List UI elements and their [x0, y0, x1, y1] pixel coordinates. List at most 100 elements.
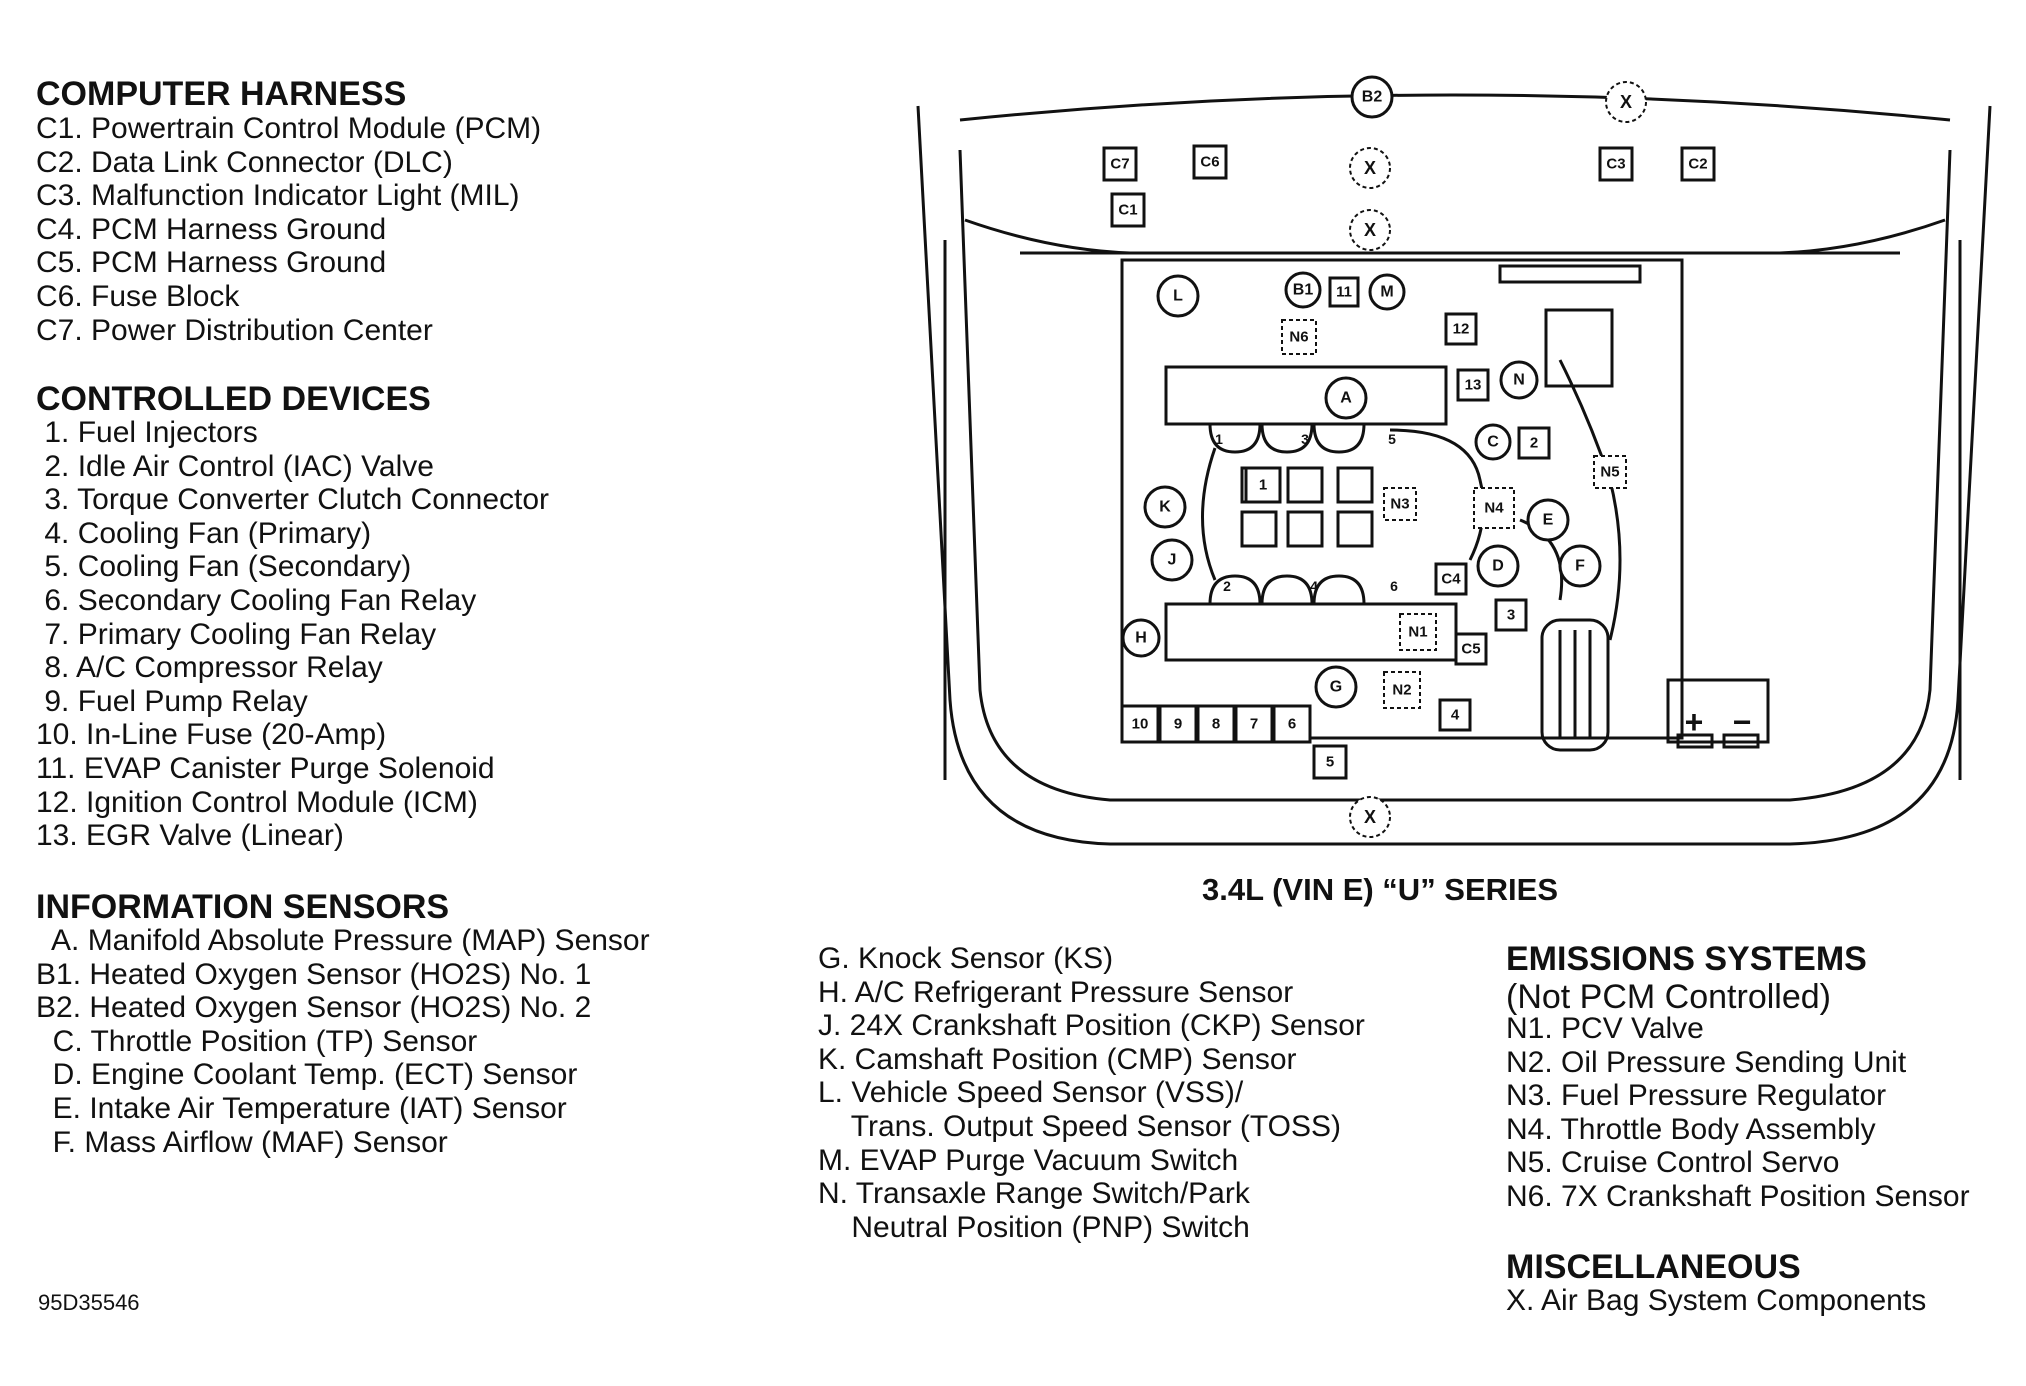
list-item: 11. EVAP Canister Purge Solenoid	[36, 751, 495, 785]
list-item: G. Knock Sensor (KS)	[818, 942, 1114, 975]
callout-circle-k	[1143, 485, 1187, 529]
callout-label-n8: 8	[1212, 716, 1220, 733]
callout-label-n11: 11	[1336, 284, 1352, 301]
callout-label-n1: N1	[1408, 624, 1427, 641]
list-item: F. Mass Airflow (MAF) Sensor	[36, 1125, 448, 1159]
list-item: M. EVAP Purge Vacuum Switch	[818, 1143, 1239, 1177]
list-item: Neutral Position (PNP) Switch	[818, 1210, 1250, 1244]
port-number: 3	[1301, 431, 1309, 447]
callout-circle-x	[1349, 796, 1391, 838]
callout-label-c6: C6	[1200, 154, 1219, 171]
list-item: B1. Heated Oxygen Sensor (HO2S) No. 1	[36, 957, 592, 991]
callout-label-x: X	[1364, 220, 1376, 240]
coolant-reservoir	[1544, 308, 1614, 388]
list-item: D. Engine Coolant Temp. (ECT) Sensor	[36, 1058, 578, 1092]
list-item: C5. PCM Harness Ground	[36, 246, 387, 280]
callout-label-n4: 4	[1451, 707, 1460, 724]
list-item: 4. Cooling Fan (Primary)	[36, 516, 372, 550]
callout-label-d: D	[1492, 558, 1504, 575]
list-item: X. Air Bag System Components	[1506, 1284, 1927, 1317]
callout-label-n3: N3	[1390, 496, 1409, 513]
controlled-devices-list: 1. Fuel Injectors 2. Idle Air Control (I…	[36, 416, 549, 853]
callout-circle-l	[1156, 274, 1200, 318]
callout-circle-c	[1474, 423, 1512, 461]
callout-label-g: G	[1330, 679, 1342, 696]
list-item: 13. EGR Valve (Linear)	[36, 819, 344, 853]
information-sensors-list-right: G. Knock Sensor (KS) H. A/C Refrigerant …	[818, 942, 1365, 1244]
list-item: N1. PCV Valve	[1506, 1012, 1704, 1045]
list-item: A. Manifold Absolute Pressure (MAP) Sens…	[36, 924, 650, 957]
list-item: 1. Fuel Injectors	[36, 416, 258, 449]
list-item: H. A/C Refrigerant Pressure Sensor	[818, 975, 1294, 1009]
callout-label-a: A	[1340, 390, 1352, 407]
callout-label-n1: 1	[1259, 477, 1267, 494]
battery-minus-sign: −	[1733, 704, 1752, 740]
computer-harness-list: C1. Powertrain Control Module (PCM) C2. …	[36, 112, 541, 347]
left-fender-inner	[958, 149, 1952, 802]
callout-label-e: E	[1543, 512, 1554, 529]
callout-circle-d	[1476, 544, 1520, 588]
callout-box-n9	[1158, 704, 1198, 744]
list-item: 5. Cooling Fan (Secondary)	[36, 550, 412, 584]
engine-contour	[1201, 428, 1485, 581]
figure-code: 95D35546	[38, 1290, 140, 1315]
list-item: E. Intake Air Temperature (IAT) Sensor	[36, 1091, 567, 1125]
callout-box-n3	[1383, 487, 1417, 521]
list-item: C1. Powertrain Control Module (PCM)	[36, 112, 542, 145]
emissions-systems-title: EMISSIONS SYSTEMS	[1506, 940, 1867, 978]
callout-label-c5: C5	[1461, 641, 1480, 658]
list-item: N4. Throttle Body Assembly	[1506, 1112, 1876, 1146]
callout-label-n5: 5	[1326, 754, 1334, 771]
battery-terminal	[1676, 733, 1714, 749]
battery	[1666, 678, 1770, 744]
upper-intake	[1164, 365, 1448, 426]
callout-box-n5	[1312, 744, 1348, 780]
callout-label-c: C	[1487, 434, 1499, 451]
list-item: 6. Secondary Cooling Fan Relay	[36, 583, 477, 617]
list-item: K. Camshaft Position (CMP) Sensor	[818, 1042, 1297, 1076]
callout-box-n8	[1196, 704, 1236, 744]
information-sensors-list-left: A. Manifold Absolute Pressure (MAP) Sens…	[36, 924, 650, 1159]
callout-circle-a	[1324, 376, 1368, 420]
callout-circle-x	[1349, 147, 1391, 189]
port-number: 1	[1215, 431, 1223, 447]
list-item: C. Throttle Position (TP) Sensor	[36, 1024, 478, 1058]
callout-box-c6	[1192, 144, 1228, 180]
callout-box-n13	[1456, 368, 1490, 402]
callout-label-b1: B1	[1293, 282, 1314, 299]
callout-circle-m	[1368, 273, 1406, 311]
callout-box-n6	[1272, 704, 1312, 744]
list-item: 3. Torque Converter Clutch Connector	[36, 483, 550, 517]
callout-label-n9: 9	[1174, 716, 1182, 733]
engine-outline	[1120, 258, 1684, 740]
port-number: 5	[1388, 431, 1396, 447]
miscellaneous-list: X. Air Bag System Components	[1506, 1284, 1926, 1318]
list-item: N. Transaxle Range Switch/Park	[818, 1177, 1250, 1211]
callout-label-j: J	[1168, 552, 1177, 569]
callout-label-l: L	[1173, 288, 1183, 305]
callout-box-n12	[1444, 312, 1478, 346]
callout-box-c7	[1102, 146, 1138, 182]
callout-circle-f	[1558, 544, 1602, 588]
callout-box-c5	[1454, 632, 1488, 666]
callout-circle-x	[1605, 81, 1647, 123]
list-item: C4. PCM Harness Ground	[36, 212, 387, 246]
list-item: C2. Data Link Connector (DLC)	[36, 145, 453, 179]
list-item: C3. Malfunction Indicator Light (MIL)	[36, 179, 520, 213]
callout-label-x: X	[1620, 92, 1632, 112]
air-cleaner	[1540, 618, 1610, 752]
callout-box-n1	[1244, 466, 1282, 504]
callout-label-m: M	[1380, 284, 1393, 301]
left-fender-outline	[916, 105, 1992, 846]
callout-box-n2	[1517, 426, 1551, 460]
callout-circle-n	[1499, 360, 1539, 400]
information-sensors-title: INFORMATION SENSORS	[36, 888, 450, 926]
callout-label-n: N	[1513, 372, 1525, 389]
battery-terminal	[1722, 733, 1760, 749]
list-item: N5. Cruise Control Servo	[1506, 1146, 1840, 1180]
callout-label-c1: C1	[1118, 202, 1137, 219]
callout-label-b2: B2	[1362, 89, 1383, 106]
callout-box-c3	[1598, 146, 1634, 182]
callout-label-x: X	[1364, 158, 1376, 178]
list-item: 10. In-Line Fuse (20-Amp)	[36, 718, 387, 752]
